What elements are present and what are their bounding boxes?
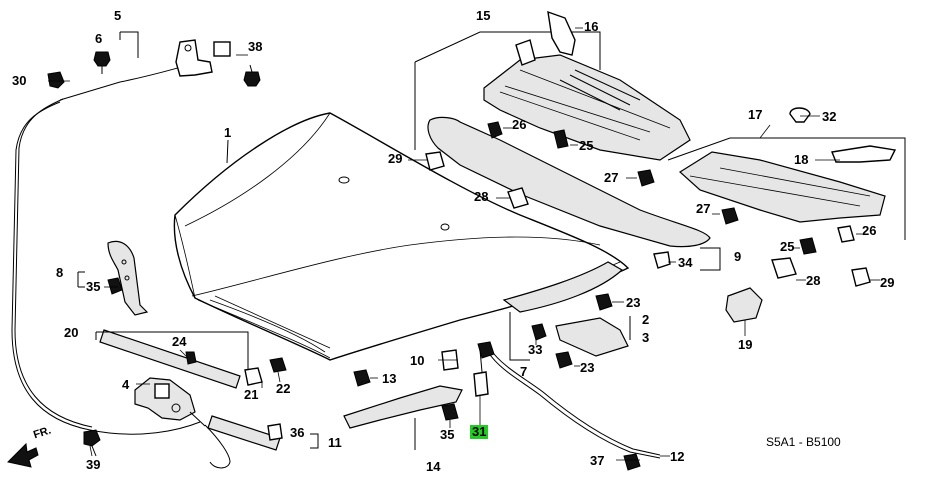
callout-30: 30 bbox=[12, 73, 27, 88]
callout-13: 13 bbox=[382, 371, 397, 386]
leaders bbox=[48, 27, 880, 461]
bumper-21 bbox=[244, 367, 263, 386]
cable-end-31 bbox=[473, 341, 495, 397]
pad-19 bbox=[725, 287, 763, 323]
callout-18: 18 bbox=[794, 152, 809, 167]
diagram-code: S5A1 - B5100 bbox=[766, 435, 841, 449]
callout-37: 37 bbox=[590, 453, 605, 468]
clip-28b bbox=[771, 257, 797, 279]
clip-30 bbox=[47, 71, 65, 89]
clip-26b bbox=[837, 225, 855, 243]
callout-24: 24 bbox=[172, 334, 187, 349]
callout-14: 14 bbox=[426, 459, 441, 474]
callout-5: 5 bbox=[114, 8, 122, 23]
release-lever-14 bbox=[343, 385, 463, 450]
callout-8: 8 bbox=[56, 265, 64, 280]
callout-26b: 26 bbox=[862, 223, 877, 238]
callout-15: 15 bbox=[476, 8, 491, 23]
bolt-38 bbox=[243, 64, 261, 87]
callout-2: 2 bbox=[642, 312, 650, 327]
clip-35b bbox=[441, 403, 459, 421]
callout-36: 36 bbox=[290, 425, 305, 440]
release-cable bbox=[11, 65, 231, 469]
callout-11: 11 bbox=[328, 435, 342, 450]
bolt-23b bbox=[555, 351, 573, 369]
cowl-panel-17 bbox=[667, 107, 906, 240]
cowl-panel-15 bbox=[414, 10, 691, 161]
grommet-37 bbox=[623, 453, 641, 471]
callout-16: 16 bbox=[584, 19, 599, 34]
callout-6: 6 bbox=[95, 31, 103, 46]
clip-27b bbox=[721, 207, 739, 225]
hinge-8 bbox=[107, 240, 149, 316]
clip-24 bbox=[185, 351, 197, 365]
callout-31-highlighted: 31 bbox=[470, 424, 489, 439]
clip-25b bbox=[799, 237, 817, 255]
callout-1: 1 bbox=[224, 125, 232, 140]
callout-27a: 27 bbox=[604, 170, 619, 185]
clip-29a bbox=[425, 151, 445, 171]
clip-29b bbox=[851, 267, 871, 287]
callout-39: 39 bbox=[86, 457, 101, 472]
callout-10: 10 bbox=[410, 353, 425, 368]
callout-21: 21 bbox=[244, 387, 259, 402]
clip-13 bbox=[353, 369, 371, 387]
clip-26a bbox=[487, 121, 503, 139]
callout-38: 38 bbox=[248, 39, 263, 54]
hood-latch-cable-end bbox=[119, 31, 231, 77]
callout-28a: 28 bbox=[474, 189, 489, 204]
callout-20: 20 bbox=[64, 325, 79, 340]
clip-33 bbox=[531, 323, 547, 341]
callout-29b: 29 bbox=[880, 275, 895, 290]
weatherstrip-9 bbox=[427, 116, 721, 271]
front-arrow-icon bbox=[6, 442, 39, 468]
clip-25a bbox=[553, 129, 569, 149]
callout-32: 32 bbox=[822, 109, 837, 124]
hood-latch-4 bbox=[134, 377, 206, 427]
clip-34 bbox=[653, 251, 671, 269]
callout-4: 4 bbox=[122, 377, 130, 392]
clip-35a bbox=[107, 277, 123, 295]
callout-34: 34 bbox=[678, 255, 693, 270]
bolt-39 bbox=[83, 429, 101, 457]
bolt-23a bbox=[595, 293, 613, 311]
callout-27b: 27 bbox=[696, 201, 711, 216]
callout-25b: 25 bbox=[780, 239, 795, 254]
callout-7: 7 bbox=[520, 364, 528, 379]
callout-23b: 23 bbox=[580, 360, 595, 375]
callout-17: 17 bbox=[748, 107, 763, 122]
clip-28a bbox=[507, 187, 529, 209]
callout-35a: 35 bbox=[86, 279, 101, 294]
callout-12: 12 bbox=[670, 449, 685, 464]
callout-33: 33 bbox=[528, 342, 543, 357]
hinge-7 bbox=[502, 261, 624, 361]
clip-22 bbox=[269, 357, 287, 373]
callout-35b: 35 bbox=[440, 427, 455, 442]
callout-26a: 26 bbox=[512, 117, 527, 132]
callout-3: 3 bbox=[642, 330, 650, 345]
callout-28b: 28 bbox=[806, 273, 821, 288]
callout-19: 19 bbox=[738, 337, 753, 352]
callout-25a: 25 bbox=[579, 138, 594, 153]
strip-11 bbox=[207, 415, 319, 451]
callout-23a: 23 bbox=[626, 295, 641, 310]
hinge-2-3 bbox=[555, 316, 631, 357]
bolt-6 bbox=[93, 51, 111, 74]
bracket-8 bbox=[77, 271, 85, 288]
leader-1 bbox=[226, 139, 229, 164]
callout-29a: 29 bbox=[388, 151, 403, 166]
clip-27a bbox=[637, 169, 655, 187]
cable-12 bbox=[487, 351, 661, 459]
callout-9: 9 bbox=[734, 249, 742, 264]
callout-22: 22 bbox=[276, 381, 291, 396]
